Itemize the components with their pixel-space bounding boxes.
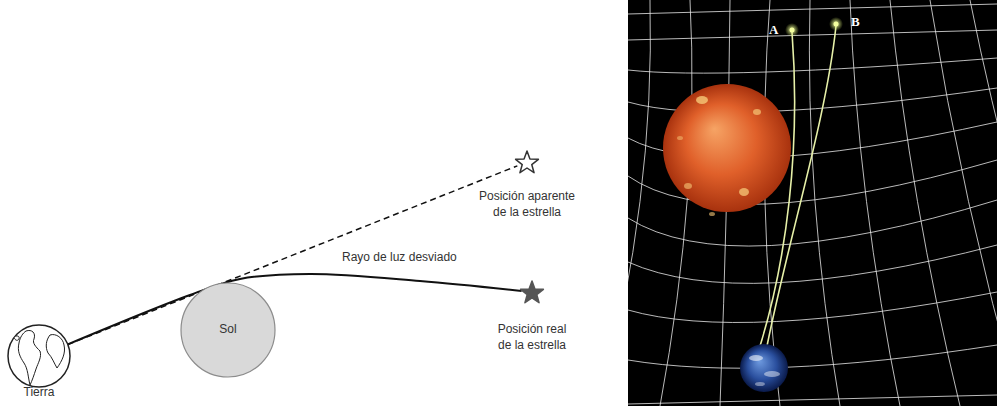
- real-star: Posición real de la estrella: [490, 279, 574, 353]
- body-name: Sol: [219, 322, 236, 338]
- apparent-star-shape: [514, 149, 540, 175]
- earth-sphere: [740, 344, 788, 392]
- star-dots: [785, 17, 843, 37]
- spacetime-grid: [628, 0, 997, 406]
- star-letter: A: [769, 22, 778, 38]
- figure-caption: Tierra: [6, 385, 72, 401]
- star-letter: B: [851, 14, 860, 30]
- apparent-star: Posición aparente de la estrella: [472, 149, 582, 220]
- earth-globe-shape: [6, 323, 72, 389]
- figure-caption: Posición real de la estrella: [490, 322, 574, 353]
- light-paths: [760, 26, 836, 346]
- sun-sphere: [663, 84, 791, 216]
- earth-globe: Tierra: [6, 323, 72, 401]
- real-star-shape: [519, 279, 545, 305]
- space-background: [628, 0, 997, 406]
- sight-line: [68, 166, 518, 345]
- figure-caption: Posición aparente de la estrella: [472, 189, 582, 220]
- light-ray: [68, 274, 522, 344]
- sun-circle: Sol: [180, 282, 276, 378]
- edge-label: Rayo de luz desviado: [340, 250, 459, 266]
